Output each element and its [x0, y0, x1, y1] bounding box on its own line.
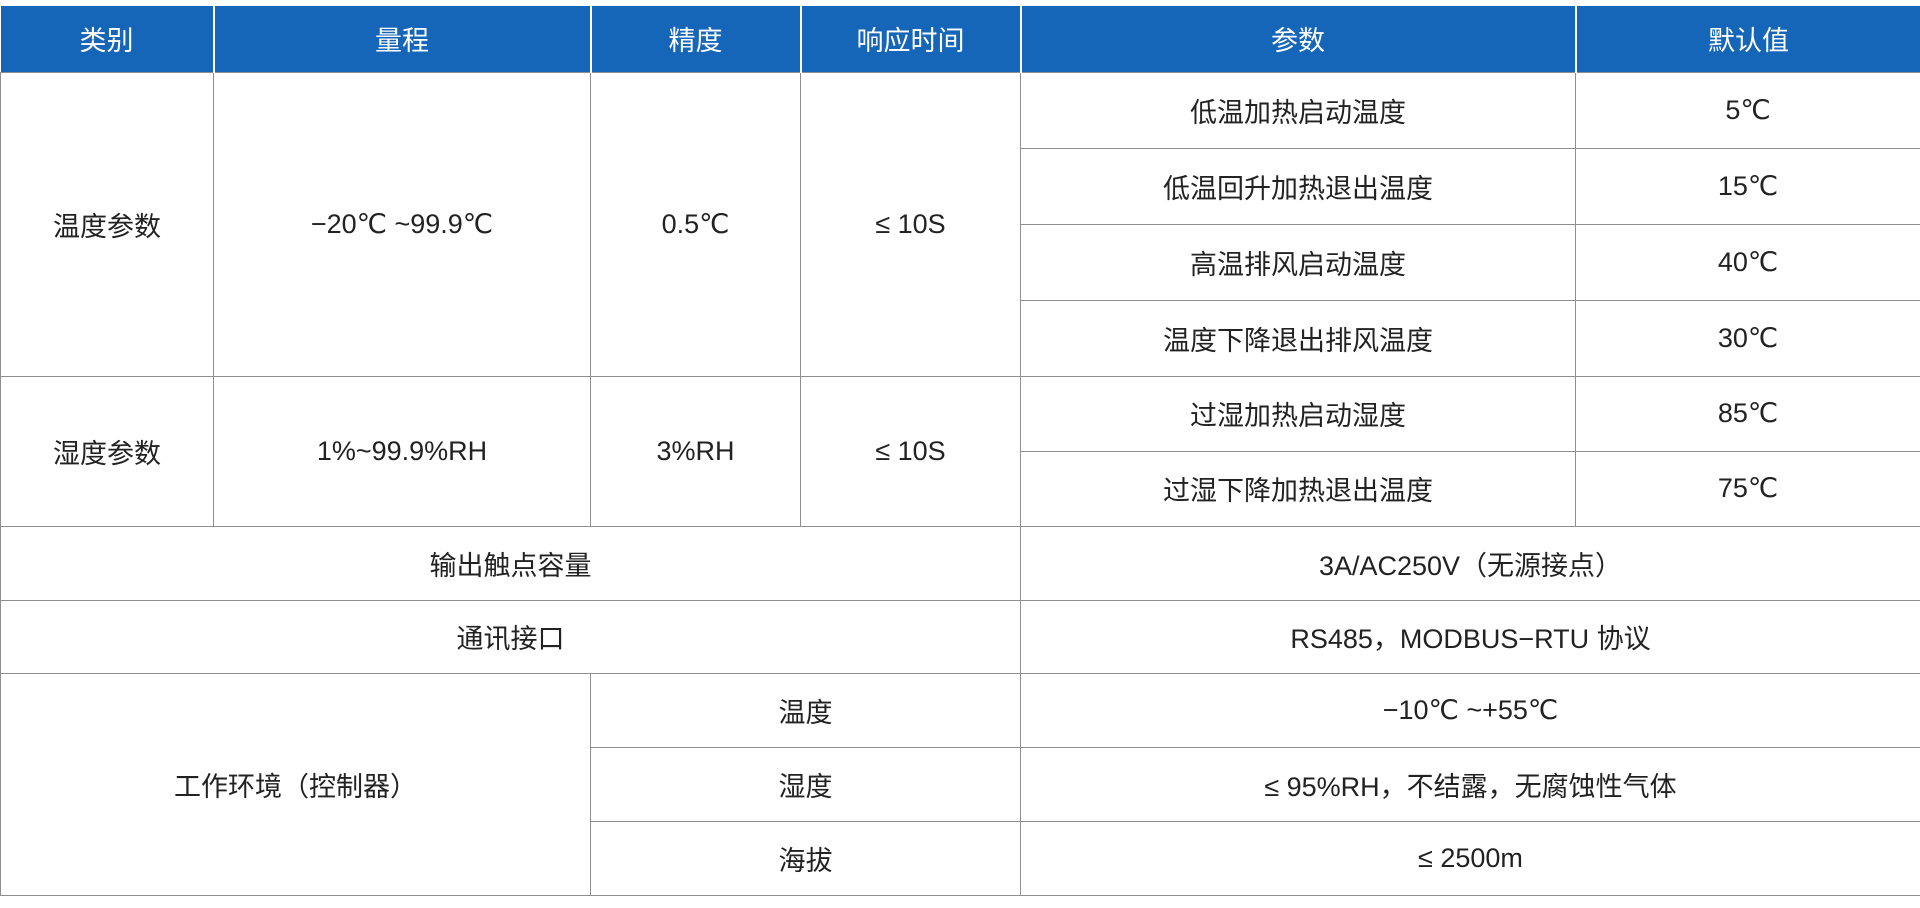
header-parameter: 参数 — [1019, 6, 1576, 73]
cell-humidity-accuracy: 3%RH — [590, 375, 801, 527]
cell-param-name: 过湿下降加热退出温度 — [1020, 450, 1576, 527]
cell-working-env-label: 工作环境（控制器） — [0, 672, 591, 896]
cell-humidity-range: 1%~99.9%RH — [213, 375, 591, 527]
cell-temperature-category: 温度参数 — [0, 71, 214, 377]
header-response-time: 响应时间 — [799, 6, 1021, 73]
cell-param-name: 低温加热启动温度 — [1020, 71, 1576, 149]
table-row: 海拔 ≤ 2500m — [1, 820, 1920, 896]
cell-temperature-range: −20℃ ~99.9℃ — [213, 71, 591, 377]
table-row: 过湿下降加热退出温度 75℃ — [1, 450, 1920, 527]
cell-output-contact-value: 3A/AC250V（无源接点） — [1020, 525, 1920, 601]
cell-param-default: 40℃ — [1575, 223, 1920, 301]
header-range: 量程 — [212, 6, 591, 73]
cell-param-name: 温度下降退出排风温度 — [1020, 299, 1576, 377]
table-row: 温度参数 −20℃ ~99.9℃ 0.5℃ ≤ 10S 低温加热启动温度 5℃ — [0, 71, 1920, 377]
table-row: 湿度 ≤ 95%RH，不结露，无腐蚀性气体 — [1, 746, 1920, 822]
header-default-value: 默认值 — [1574, 6, 1920, 73]
cell-humidity-response-time: ≤ 10S — [800, 375, 1021, 527]
cell-humidity-category: 湿度参数 — [0, 375, 214, 527]
cell-env-name: 温度 — [590, 672, 1021, 748]
table-row: 通讯接口 RS485，MODBUS−RTU 协议 — [0, 599, 1920, 674]
header-accuracy: 精度 — [589, 6, 801, 73]
spec-table: 类别 量程 精度 响应时间 参数 默认值 温度参数 −20℃ ~99.9℃ 0.… — [0, 6, 1920, 896]
cell-param-name: 低温回升加热退出温度 — [1020, 147, 1576, 225]
cell-env-value: ≤ 2500m — [1020, 820, 1920, 896]
cell-env-name: 湿度 — [590, 746, 1021, 822]
cell-output-contact-label: 输出触点容量 — [0, 525, 1021, 601]
table-header-row: 类别 量程 精度 响应时间 参数 默认值 — [0, 6, 1920, 73]
cell-param-default: 75℃ — [1575, 450, 1920, 527]
table-row: 温度下降退出排风温度 30℃ — [1, 299, 1920, 377]
cell-env-name: 海拔 — [590, 820, 1021, 896]
cell-env-value: ≤ 95%RH，不结露，无腐蚀性气体 — [1020, 746, 1920, 822]
cell-temperature-response-time: ≤ 10S — [800, 71, 1021, 377]
cell-param-default: 15℃ — [1575, 147, 1920, 225]
cell-param-name: 高温排风启动温度 — [1020, 223, 1576, 301]
table-row: 湿度参数 1%~99.9%RH 3%RH ≤ 10S 过湿加热启动湿度 85℃ — [0, 375, 1920, 527]
cell-param-name: 过湿加热启动湿度 — [1020, 375, 1576, 452]
table-row: 低温回升加热退出温度 15℃ — [1, 147, 1920, 225]
cell-env-value: −10℃ ~+55℃ — [1020, 672, 1920, 748]
table-row: 输出触点容量 3A/AC250V（无源接点） — [0, 525, 1920, 601]
cell-comm-interface-value: RS485，MODBUS−RTU 协议 — [1020, 599, 1920, 674]
cell-comm-interface-label: 通讯接口 — [0, 599, 1021, 674]
cell-param-default: 85℃ — [1575, 375, 1920, 452]
header-category: 类别 — [0, 6, 214, 73]
cell-temperature-accuracy: 0.5℃ — [590, 71, 801, 377]
table-row: 工作环境（控制器） 温度 −10℃ ~+55℃ — [0, 672, 1920, 896]
cell-param-default: 30℃ — [1575, 299, 1920, 377]
cell-param-default: 5℃ — [1575, 71, 1920, 149]
